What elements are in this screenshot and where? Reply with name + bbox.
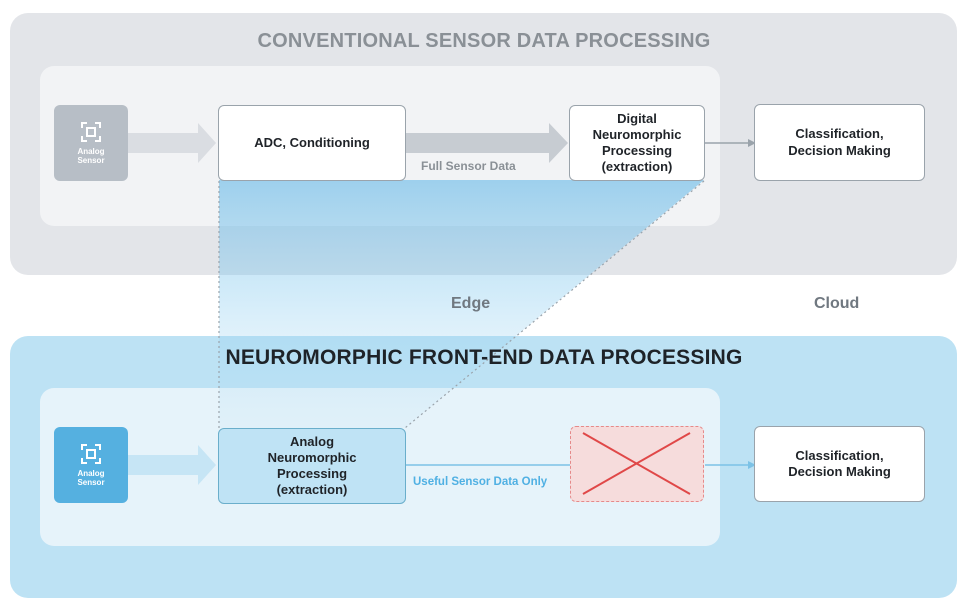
- analog-processing-label: Analog Neuromorphic Processing (extracti…: [267, 433, 357, 498]
- digital-processing-box: Digital Neuromorphic Processing (extract…: [569, 105, 705, 181]
- classification-box-bottom: Classification, Decision Making: [754, 426, 925, 502]
- digital-processing-label: Digital Neuromorphic Processing (extract…: [592, 110, 682, 175]
- adc-conditioning-label: ADC, Conditioning: [254, 134, 370, 150]
- full-sensor-data-label: Full Sensor Data: [421, 159, 516, 173]
- top-arrow-sensor-adc: [128, 123, 216, 163]
- cross-icon: [582, 432, 691, 495]
- classification-box-top: Classification, Decision Making: [754, 104, 925, 181]
- bottom-arrow-sensor-analog: [128, 445, 216, 485]
- sensor-label-top: Analog Sensor: [77, 147, 105, 165]
- analog-processing-box: Analog Neuromorphic Processing (extracti…: [218, 428, 406, 504]
- top-arrow-adc-digital: [406, 123, 568, 163]
- bottom-arrow-to-classification: [748, 461, 756, 469]
- analog-sensor-top: Analog Sensor: [54, 105, 128, 181]
- classification-label-top: Classification, Decision Making: [788, 126, 891, 158]
- useful-sensor-data-label: Useful Sensor Data Only: [413, 476, 548, 488]
- neuromorphic-title: NEUROMORPHIC FRONT-END DATA PROCESSING: [225, 346, 743, 369]
- adc-conditioning-box: ADC, Conditioning: [218, 105, 406, 181]
- conventional-title: CONVENTIONAL SENSOR DATA PROCESSING: [257, 30, 711, 52]
- sensor-chip-icon: [81, 444, 101, 465]
- classification-label-bottom: Classification, Decision Making: [788, 447, 891, 479]
- top-arrow-to-classification: [748, 139, 756, 147]
- edge-label: Edge: [451, 295, 491, 312]
- analog-sensor-bottom: Analog Sensor: [54, 427, 128, 503]
- projection-shape: [219, 180, 704, 428]
- cloud-label: Cloud: [814, 295, 860, 312]
- sensor-label-bottom: Analog Sensor: [77, 469, 105, 487]
- sensor-chip-icon: [81, 122, 101, 143]
- removed-digital-processing-box: [570, 426, 704, 502]
